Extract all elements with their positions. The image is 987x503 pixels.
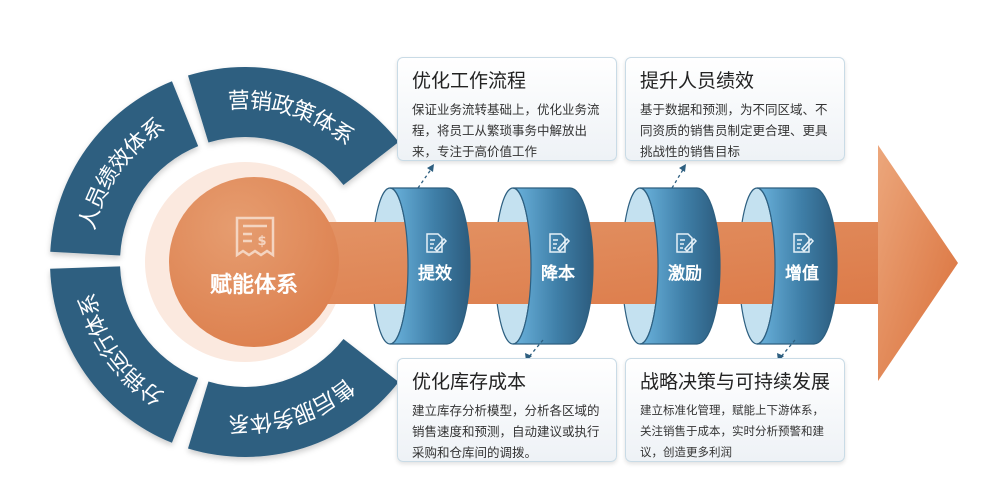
center-label: 赋能体系 [210, 272, 298, 298]
center-circle[interactable] [169, 177, 339, 347]
callout-title: 战略决策与可持续发展 [640, 371, 831, 393]
callout-text: 基于数据和预测，为不同区域、不同资质的销售员制定更合理、更具挑战性的销售目标 [640, 102, 828, 159]
callout-text: 保证业务流转基础上，优化业务流程，将员工从繁琐事务中解放出来，专注于高价值工作 [412, 102, 600, 159]
cylinder-body [639, 187, 721, 345]
connectors [417, 167, 796, 359]
callout-text: 建立库存分析模型，分析各区域的销售速度和预测，自动建议或执行采购和仓库间的调拨。 [412, 403, 600, 460]
callout-text: 建立标准化管理，赋能上下游体系，关注销售于成本，实时分析预警和建议，创造更多利润 [640, 403, 824, 459]
stage-label: 降本 [541, 263, 575, 284]
callout-optimize-inventory: 优化库存成本 建立库存分析模型，分析各区域的销售速度和预测，自动建议或执行采购和… [397, 358, 617, 462]
stage-label: 提效 [418, 263, 452, 284]
callout-optimize-workflow: 优化工作流程 保证业务流转基础上，优化业务流程，将员工从繁琐事务中解放出来，专注… [397, 57, 617, 161]
cylinder-body [389, 187, 471, 345]
cylinder-body [512, 187, 594, 345]
stage-label: 增值 [785, 263, 819, 284]
edit-document-icon [426, 233, 448, 253]
stage-1[interactable]: 提效 [389, 187, 471, 345]
arrow-head [878, 145, 958, 381]
stage-label: 激励 [668, 263, 702, 284]
stage-3[interactable]: 激励 [639, 187, 721, 345]
stage-4[interactable]: 增值 [756, 187, 838, 345]
edit-document-icon [676, 233, 698, 253]
stage-2[interactable]: 降本 [512, 187, 594, 345]
callout-title: 提升人员绩效 [640, 70, 755, 92]
callout-improve-performance: 提升人员绩效 基于数据和预测，为不同区域、不同资质的销售员制定更合理、更具挑战性… [625, 57, 845, 161]
callout-strategy: 战略决策与可持续发展 建立标准化管理，赋能上下游体系，关注销售于成本，实时分析预… [625, 358, 845, 462]
edit-document-icon [793, 233, 815, 253]
svg-text:$: $ [257, 234, 266, 249]
callout-title: 优化库存成本 [412, 371, 527, 393]
callout-title: 优化工作流程 [412, 70, 527, 92]
edit-document-icon [549, 233, 571, 253]
cylinder-body [756, 187, 838, 345]
receipt-icon: $ [235, 216, 275, 258]
